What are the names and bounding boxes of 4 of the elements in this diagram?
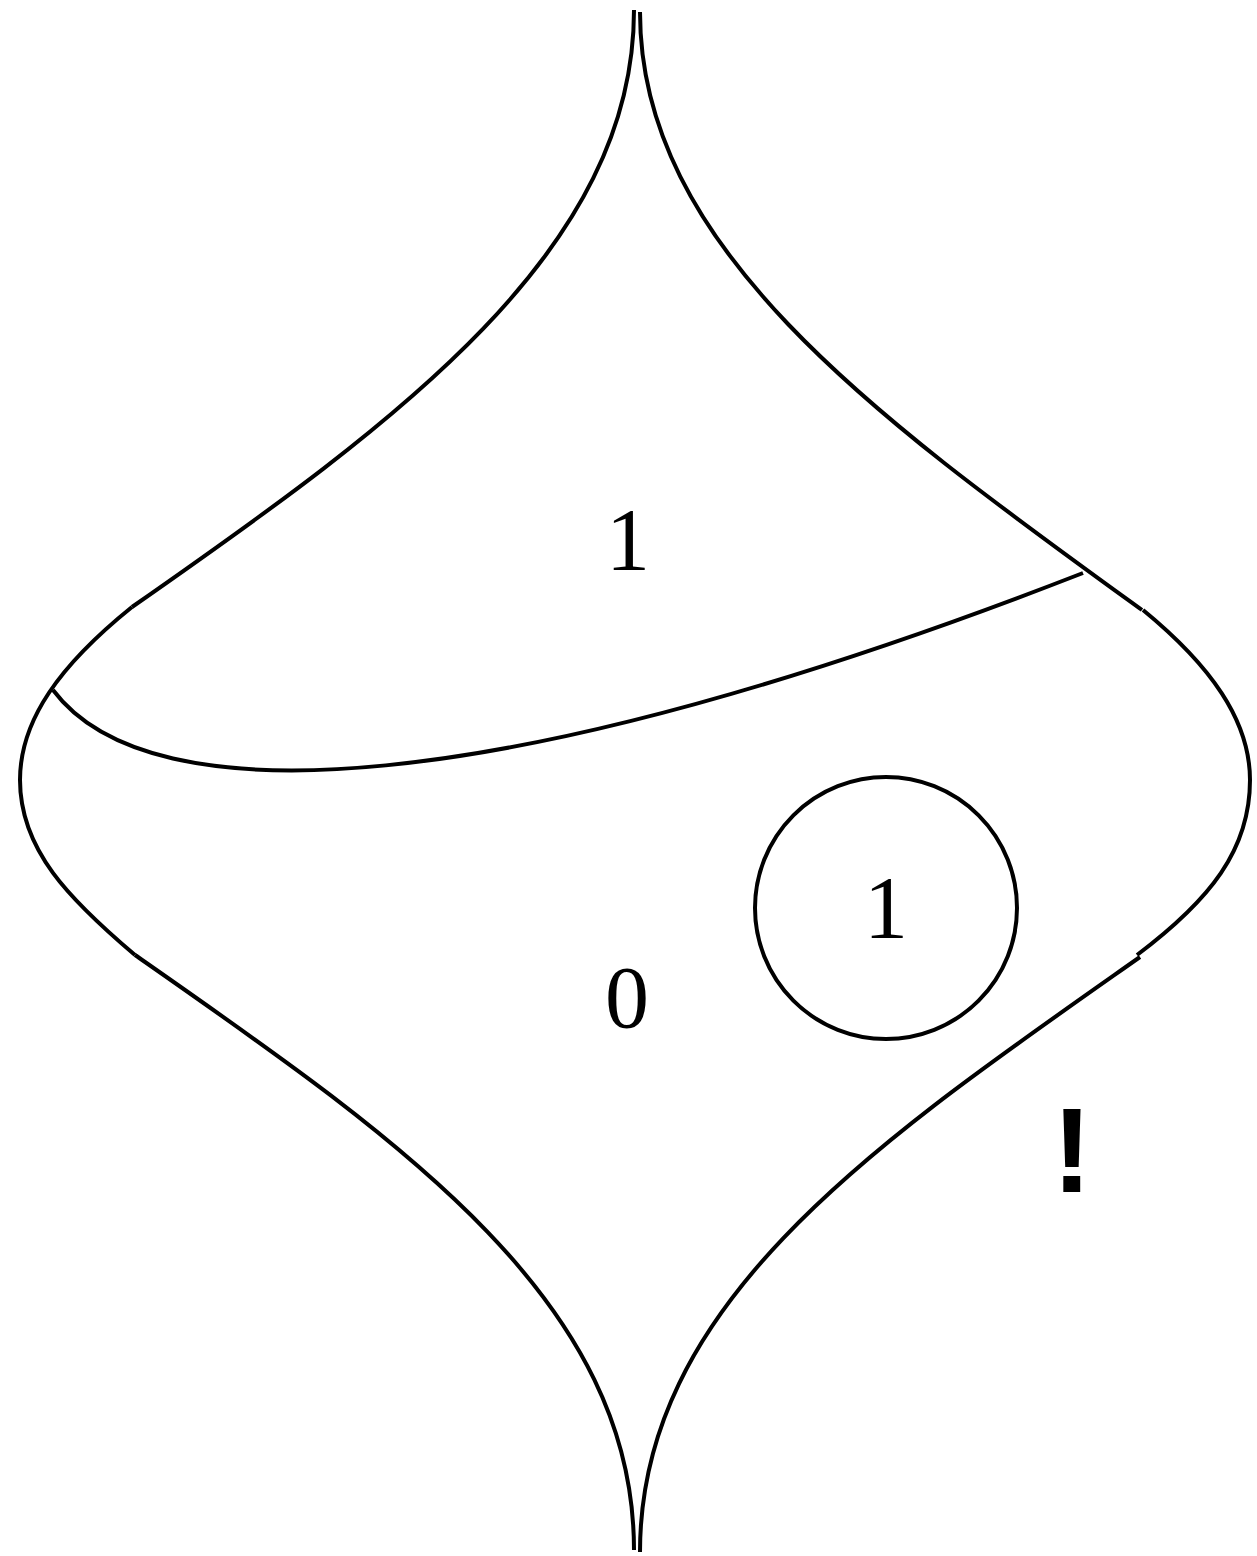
exclamation-mark: !: [1052, 1090, 1092, 1210]
region-number: 0: [605, 954, 649, 1042]
region-number: 1: [606, 496, 650, 584]
region-number: 1: [864, 864, 908, 952]
